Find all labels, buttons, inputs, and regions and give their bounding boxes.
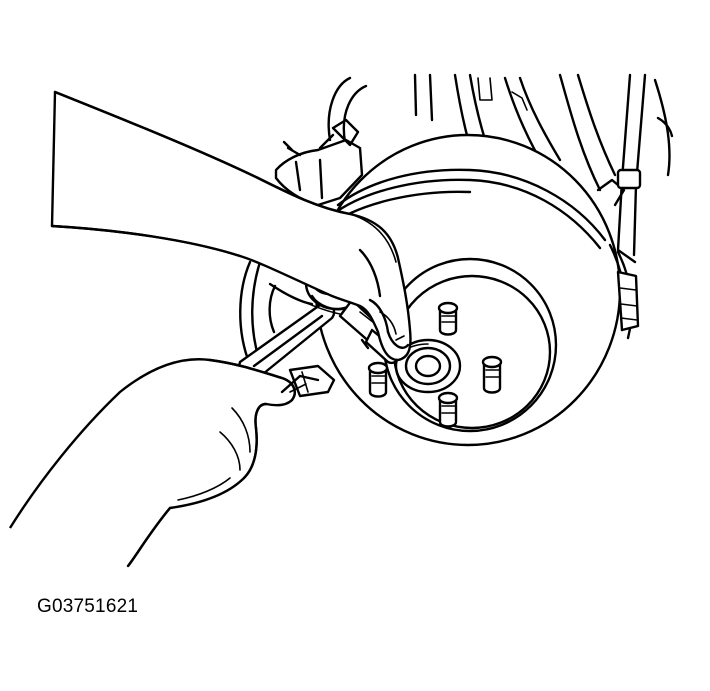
wheel-stud — [437, 301, 459, 336]
suspension-frame — [327, 73, 674, 264]
hub-center — [394, 338, 462, 394]
wheel-stud — [481, 355, 503, 394]
brake-rotor — [314, 133, 640, 447]
lower-hand — [8, 358, 336, 568]
retaining-clip — [280, 374, 320, 394]
figure-code-label: G03751621 — [37, 596, 139, 617]
wheel-stud — [367, 361, 389, 398]
upper-hand — [50, 90, 412, 362]
wheel-stud — [437, 391, 459, 428]
wheel-studs — [367, 301, 503, 428]
brake-caliper — [274, 118, 364, 207]
